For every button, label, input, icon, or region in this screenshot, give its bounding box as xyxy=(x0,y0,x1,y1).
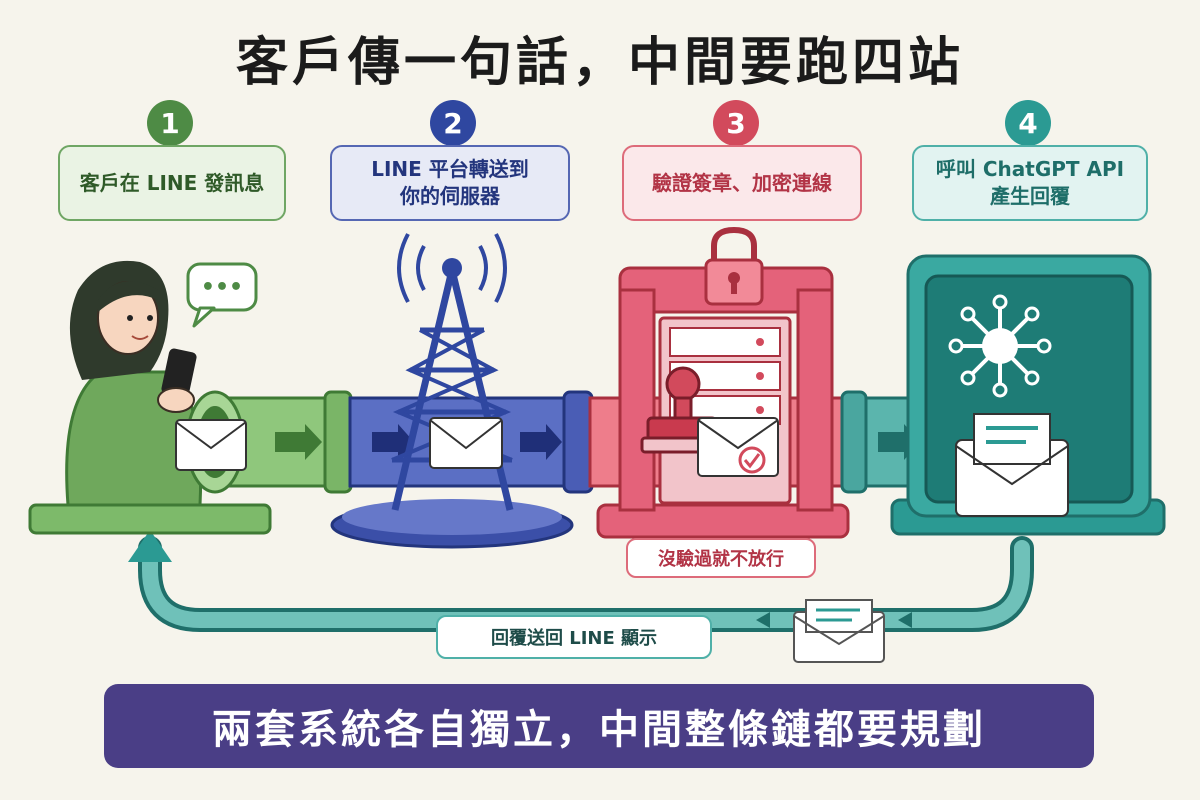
step-1-label: 客戶在 LINE 發訊息 xyxy=(79,170,265,195)
security-note-text: 沒驗過就不放行 xyxy=(658,549,784,570)
step-2-number: 2 xyxy=(430,100,476,146)
summary-banner-text: 兩套系統各自獨立，中間整條鏈都要規劃 xyxy=(212,707,986,753)
checkmark-icon xyxy=(738,446,766,474)
smartphone-icon xyxy=(161,348,197,398)
customer-figure xyxy=(28,260,272,535)
step-3-number: 3 xyxy=(713,100,759,146)
return-label: 回覆送回 LINE 顯示 xyxy=(436,615,712,659)
padlock-icon xyxy=(704,226,764,306)
step-4-label-box: 呼叫 ChatGPT API 產生回覆 xyxy=(912,145,1148,221)
radio-tower-icon xyxy=(330,233,574,549)
envelope-icon xyxy=(429,417,503,469)
security-note: 沒驗過就不放行 xyxy=(626,538,816,578)
step-3-label: 驗證簽章、加密連線 xyxy=(652,170,832,195)
step-4-number: 4 xyxy=(1005,100,1051,146)
page-title: 客戶傳一句話，中間要跑四站 xyxy=(235,33,964,93)
step-1-number: 1 xyxy=(147,100,193,146)
step-1-label-box: 客戶在 LINE 發訊息 xyxy=(58,145,286,221)
step-2-label-box: LINE 平台轉送到 你的伺服器 xyxy=(330,145,570,221)
envelope-icon-1 xyxy=(175,419,247,471)
return-path xyxy=(128,530,1034,632)
summary-banner: 兩套系統各自獨立，中間整條鏈都要規劃 xyxy=(104,684,1094,768)
step-2-label: LINE 平台轉送到 你的伺服器 xyxy=(371,157,529,208)
step-4-label: 呼叫 ChatGPT API 產生回覆 xyxy=(935,157,1125,208)
verified-envelope-icon xyxy=(697,417,779,477)
step-3-label-box: 驗證簽章、加密連線 xyxy=(622,145,862,221)
ai-network-icon xyxy=(948,294,1052,398)
chat-bubble-icon: ••• xyxy=(186,262,258,328)
return-label-text: 回覆送回 LINE 顯示 xyxy=(490,628,658,649)
chat-bubble-text: ••• xyxy=(201,275,243,300)
reply-envelope-icon xyxy=(955,413,1069,517)
return-arrow-icon xyxy=(128,530,172,562)
return-envelope-icon xyxy=(793,599,885,663)
